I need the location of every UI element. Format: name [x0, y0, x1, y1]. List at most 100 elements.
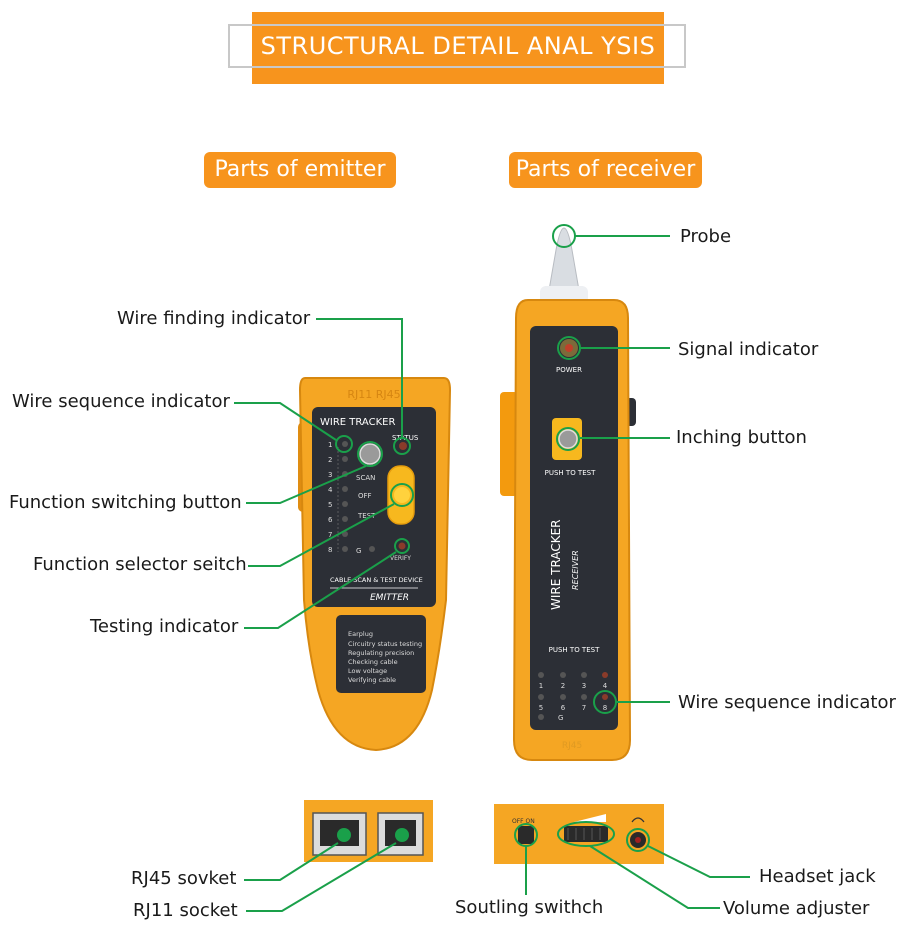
callout-line-function-switching — [246, 465, 367, 504]
callout-inching: Inching button — [676, 427, 807, 448]
emitter-feature-3: Regulating precision — [348, 649, 414, 657]
control-panel: OFF ON — [494, 804, 664, 864]
volume-wheel[interactable] — [564, 826, 608, 842]
callout-rj11: RJ11 socket — [133, 900, 238, 921]
receiver-led — [538, 694, 544, 700]
page-title: STRUCTURAL DETAIL ANAL YSIS — [260, 32, 656, 60]
receiver-num-7: 7 — [582, 704, 586, 712]
receiver-push-label-2: PUSH TO TEST — [549, 646, 600, 654]
emitter-num-1: 1 — [328, 441, 332, 449]
receiver-num-4: 4 — [603, 682, 608, 690]
callout-circle-wire-sequence-right — [593, 690, 617, 714]
receiver-led — [560, 672, 566, 678]
callout-circle-wire-sequence-left — [335, 435, 353, 453]
emitter-subtitle: CABLE SCAN & TEST DEVICE — [330, 576, 423, 584]
emitter-top-text: RJ11 RJ45 — [347, 388, 400, 401]
receiver-led — [581, 694, 587, 700]
callout-function-switching: Function switching button — [9, 492, 242, 513]
emitter-ground-led — [369, 546, 375, 552]
emitter-num-3: 3 — [328, 471, 332, 479]
volume-indicator — [574, 814, 606, 822]
off-on-label: OFF ON — [512, 818, 535, 825]
emitter-feature-6: Verifying cable — [348, 676, 396, 684]
rj45-marker — [337, 828, 351, 842]
callout-soutling: Soutling swithch — [455, 897, 604, 918]
section-emitter-label: Parts of emitter — [204, 152, 396, 188]
emitter-num-5: 5 — [328, 501, 332, 509]
emitter-function-button[interactable] — [359, 443, 381, 465]
callout-function-selector: Function selector seitch — [33, 554, 247, 575]
receiver-bottom-label: RJ45 — [562, 741, 582, 751]
emitter-device-title: WIRE TRACKER — [320, 417, 395, 428]
emitter-led — [342, 456, 348, 462]
emitter-feature-5: Low voltage — [348, 667, 387, 675]
callout-headset: Headset jack — [759, 866, 876, 887]
callout-rj45: RJ45 sovket — [131, 868, 237, 889]
callout-wire-sequence-left: Wire sequence indicator — [12, 391, 230, 412]
emitter-led — [342, 516, 348, 522]
socket-panel — [304, 800, 433, 862]
emitter-off-label: OFF — [358, 492, 372, 500]
receiver-led — [560, 694, 566, 700]
callout-probe: Probe — [680, 226, 732, 247]
callout-circle-signal — [557, 336, 581, 360]
receiver-led — [581, 672, 587, 678]
callout-circle-volume — [557, 821, 615, 847]
receiver-device-sub: RECEIVER — [571, 550, 580, 590]
headset-jack-core — [635, 837, 641, 843]
callout-lines — [234, 224, 750, 912]
emitter-feature-4: Checking cable — [348, 658, 398, 666]
receiver-power-label: POWER — [556, 366, 582, 374]
callout-volume: Volume adjuster — [723, 898, 870, 919]
callout-circle-probe — [552, 224, 576, 248]
emitter-num-7: 7 — [328, 531, 332, 539]
emitter-num-2: 2 — [328, 456, 332, 464]
emitter-led — [342, 441, 348, 447]
receiver-device: POWER PUSH TO TEST WIRE TRACKER RECEIVER… — [500, 227, 636, 761]
callout-circle-testing — [394, 538, 410, 554]
emitter-selector-knob[interactable] — [394, 487, 410, 503]
emitter-lower-panel — [336, 615, 426, 693]
receiver-power-led-core — [565, 344, 573, 352]
rj11-marker — [395, 828, 409, 842]
callout-circle-function-selector — [390, 483, 414, 507]
section-receiver-label: Parts of receiver — [509, 152, 702, 188]
receiver-num-3: 3 — [582, 682, 586, 690]
receiver-push-label: PUSH TO TEST — [545, 469, 596, 477]
title-frame — [228, 24, 686, 68]
callout-testing: Testing indicator — [90, 616, 239, 637]
receiver-led — [538, 672, 544, 678]
receiver-num-8: 8 — [603, 704, 607, 712]
callout-wire-sequence-right: Wire sequence indicator — [678, 692, 896, 713]
receiver-num-1: 1 — [539, 682, 543, 690]
emitter-led — [342, 501, 348, 507]
receiver-push-button[interactable] — [558, 429, 578, 449]
callout-circle-wire-finding — [393, 437, 411, 455]
emitter-led — [342, 486, 348, 492]
receiver-ground-led — [538, 714, 544, 720]
receiver-led-grid: 1 2 3 4 5 6 7 8 G — [538, 672, 608, 722]
headphone-icon — [631, 817, 645, 823]
emitter-led — [342, 546, 348, 552]
emitter-device: RJ11 RJ45 WIRE TRACKER STATUS 1 2 3 4 5 … — [298, 377, 452, 752]
receiver-led — [602, 672, 608, 678]
callout-line-volume — [589, 845, 720, 909]
receiver-ground-label: G — [558, 714, 563, 722]
receiver-probe — [547, 227, 581, 297]
emitter-feature-1: Earplug — [348, 630, 373, 638]
callout-line-headset — [647, 845, 750, 878]
emitter-num-6: 6 — [328, 516, 333, 524]
emitter-feature-2: Circuitry status testing — [348, 640, 422, 648]
emitter-name: EMITTER — [370, 593, 409, 603]
receiver-num-6: 6 — [561, 704, 566, 712]
emitter-num-4: 4 — [328, 486, 333, 494]
receiver-device-title: WIRE TRACKER — [549, 520, 563, 611]
emitter-status-led — [399, 442, 407, 450]
power-switch[interactable] — [518, 826, 534, 844]
callout-signal: Signal indicator — [678, 339, 819, 360]
receiver-led — [602, 694, 608, 700]
emitter-test-label: TEST — [357, 512, 376, 520]
callout-line-rj11 — [246, 842, 397, 912]
callout-line-rj45 — [244, 842, 339, 881]
